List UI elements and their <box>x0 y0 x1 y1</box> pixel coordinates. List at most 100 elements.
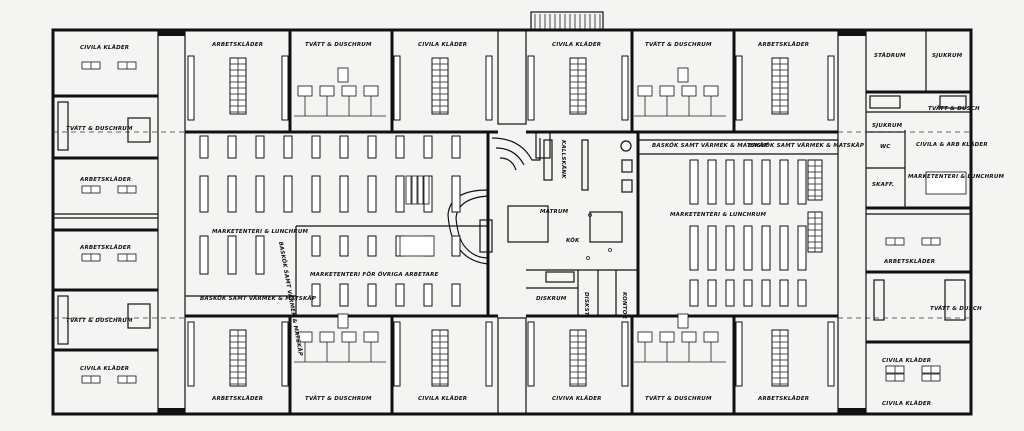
table <box>743 279 753 307</box>
top-row <box>185 30 838 134</box>
table <box>395 135 405 159</box>
table <box>255 135 265 159</box>
table <box>451 175 461 213</box>
shower-stall <box>681 331 697 343</box>
table <box>725 279 735 307</box>
wall-locker <box>187 55 195 121</box>
table <box>339 175 349 213</box>
label-tvatt-top-2: TVÄTT & DUSCHRUM <box>645 41 712 48</box>
tables <box>199 135 967 307</box>
table <box>451 235 461 257</box>
table <box>779 159 789 205</box>
table <box>423 283 433 307</box>
label-baskok-left: BASKÖK SAMT VÄRMEK & MATSKÅP <box>200 295 316 302</box>
label-civila-klader-bottom-right: CIVILA KLÄDER <box>882 400 931 407</box>
chair-row <box>411 175 418 205</box>
wall-locker <box>621 321 629 387</box>
wall-locker <box>527 321 535 387</box>
shower-stall <box>659 85 675 97</box>
label-civila-arb-klader: CIVILA & ARB KLÄDER <box>916 141 988 148</box>
wall-locker <box>485 321 493 387</box>
table <box>255 175 265 213</box>
label-civila-klader-bottom: CIVILA KLÄDER <box>418 395 467 402</box>
wall-locker <box>527 55 535 121</box>
shower-stall <box>319 331 335 343</box>
wall-locker <box>187 321 195 387</box>
label-baskok-top-right-2: BASKÖK SAMT VÄRMEK & MATSKÅP <box>748 142 864 149</box>
chair-row <box>417 175 424 205</box>
label-civila-klader-bottom-left: CIVILA KLÄDER <box>80 365 129 372</box>
wall-locker <box>281 55 289 121</box>
table <box>761 159 771 205</box>
shower-stall <box>659 331 675 343</box>
counter <box>399 235 435 257</box>
label-tvatt-top-1: TVÄTT & DUSCHRUM <box>305 41 372 48</box>
grid-lines <box>53 131 971 319</box>
label-arbetsklader-left-2: ARBETSKLÄDER <box>79 244 131 251</box>
wall-locker <box>735 55 743 121</box>
table <box>779 279 789 307</box>
label-diskrum: DISKRUM <box>536 296 567 302</box>
table <box>689 159 699 205</box>
wall-locker <box>621 55 629 121</box>
shower-stall <box>341 85 357 97</box>
table <box>339 235 349 257</box>
left-wing <box>53 94 158 352</box>
wall-locker <box>281 321 289 387</box>
windows <box>81 61 941 384</box>
label-sjukrum: SJUKRUM <box>932 53 963 59</box>
wall-locker <box>393 321 401 387</box>
room-labels: CIVILA KLÄDER TVÄTT & DUSCHRUM ARBETSKLÄ… <box>66 41 1004 407</box>
label-civila-klader-right: CIVILA KLÄDER <box>882 357 931 364</box>
table <box>367 283 377 307</box>
chair-row <box>423 175 430 205</box>
label-civila-klader-top: CIVILA KLÄDER <box>418 41 467 48</box>
table <box>227 175 237 213</box>
wall-locker <box>485 55 493 121</box>
table <box>743 225 753 271</box>
table <box>367 135 377 159</box>
wall-locker <box>827 55 835 121</box>
table <box>199 235 209 275</box>
table <box>199 135 209 159</box>
shower-stall <box>297 85 313 97</box>
label-tvatt-right-2: TVÄTT & DUSCH <box>930 305 982 312</box>
table <box>423 135 433 159</box>
shower-cabinet <box>677 313 689 329</box>
pillars <box>157 29 867 415</box>
label-arbetsklader-right: ARBETSKLÄDER <box>883 258 935 265</box>
table <box>367 175 377 213</box>
label-civila-klader-top-2: CIVILA KLÄDER <box>552 41 601 48</box>
table <box>367 235 377 257</box>
label-kok: KÖK <box>566 237 580 244</box>
table <box>779 225 789 271</box>
label-civila-klader-top-left: CIVILA KLÄDER <box>80 44 129 51</box>
label-skafferi: SKAFF. <box>872 182 894 188</box>
table <box>227 135 237 159</box>
small-table <box>925 171 967 195</box>
label-tvatt-bottom-1: TVÄTT & DUSCHRUM <box>305 395 372 402</box>
table <box>395 283 405 307</box>
label-tvatt-right: TVÄTT & DUSCH <box>928 105 980 112</box>
table <box>283 175 293 213</box>
label-tvatt-left-1: TVÄTT & DUSCHRUM <box>66 125 133 132</box>
table <box>707 159 717 205</box>
table <box>311 235 321 257</box>
label-arbetsklader-top-2: ARBETSKLÄDER <box>757 41 809 48</box>
label-arbetsklader-top-1: ARBETSKLÄDER <box>211 41 263 48</box>
table <box>311 135 321 159</box>
chair-row <box>405 175 412 205</box>
table <box>707 225 717 271</box>
shower-cabinet <box>337 313 349 329</box>
table <box>797 279 807 307</box>
shower-cabinet <box>677 67 689 83</box>
table <box>689 279 699 307</box>
table <box>451 135 461 159</box>
label-kallskank: KALLSKÄNK <box>560 140 567 179</box>
label-tvatt-bottom-2: TVÄTT & DUSCHRUM <box>645 395 712 402</box>
label-wc: WC <box>880 144 891 150</box>
right-wing <box>866 30 971 344</box>
shower-stall <box>637 331 653 343</box>
wall-locker <box>393 55 401 121</box>
